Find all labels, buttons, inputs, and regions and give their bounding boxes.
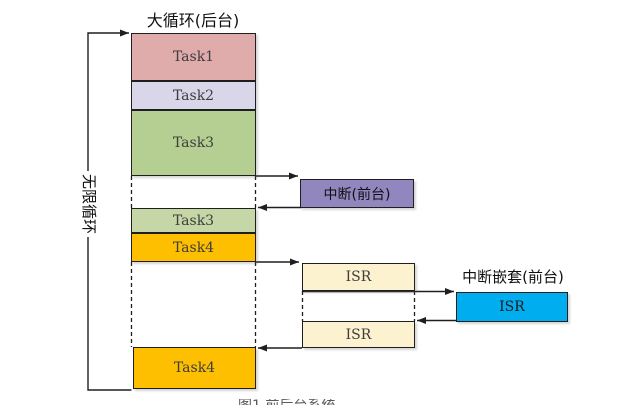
- interrupt-foreground-label: 中断(前台): [323, 186, 391, 203]
- task3-resume-box: Task3: [131, 208, 256, 233]
- task3-label: Task3: [172, 135, 215, 151]
- task3-box: Task3: [131, 110, 256, 176]
- background-loop-title: 大循环(后台): [146, 11, 240, 30]
- task4-resume-box: Task4: [133, 347, 256, 389]
- task1-box: Task1: [131, 33, 256, 81]
- nested-isr-label: ISR: [499, 299, 525, 315]
- isr-first-slice-box: ISR: [302, 263, 415, 291]
- infinite-loop-label: 无限循环: [80, 171, 98, 237]
- isr-second-slice-box: ISR: [302, 321, 415, 348]
- task3-resume-label: Task3: [172, 212, 215, 229]
- task4-resume-label: Task4: [173, 360, 216, 376]
- nested-isr-box: ISR: [456, 292, 568, 322]
- nested-interrupt-title: 中断嵌套(前台): [462, 268, 564, 286]
- task2-label: Task2: [172, 87, 215, 104]
- isr-second-slice-label: ISR: [345, 326, 372, 343]
- isr-first-slice-label: ISR: [345, 269, 372, 285]
- task4-label: Task4: [172, 239, 215, 256]
- figure-caption-clipped: 图1 前后台系统: [238, 399, 418, 405]
- task4-box: Task4: [131, 233, 256, 262]
- interrupt-foreground-box: 中断(前台): [300, 179, 414, 208]
- task2-box: Task2: [131, 81, 256, 110]
- task1-label: Task1: [172, 49, 215, 65]
